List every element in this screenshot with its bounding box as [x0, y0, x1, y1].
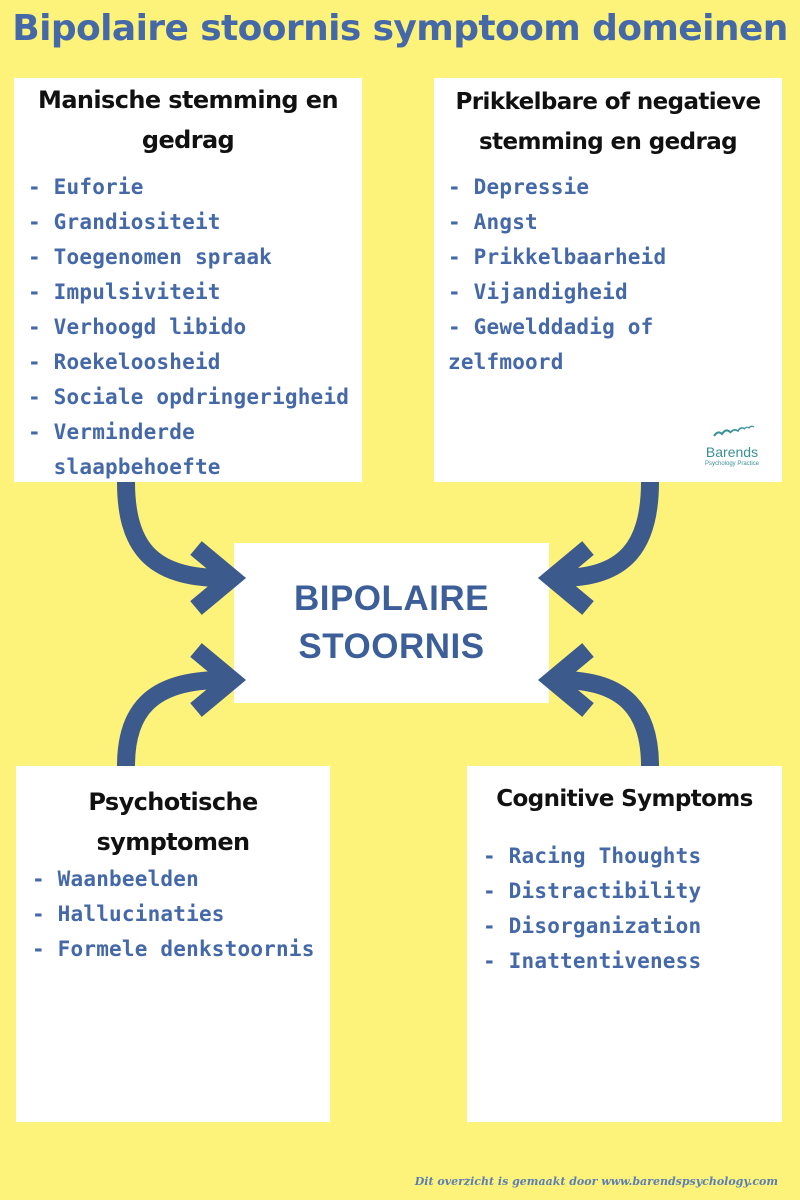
- center-line2: STOORNIS: [298, 627, 485, 666]
- list-item: - Angst: [448, 210, 538, 234]
- irritable-heading: Prikkelbare of negatieve stemming en ged…: [434, 78, 782, 162]
- list-item: - Verminderde: [28, 420, 195, 444]
- footer-credit: Dit overzicht is gemaakt door www.barend…: [414, 1175, 778, 1188]
- list-item: - Roekeloosheid: [28, 350, 221, 374]
- center-line1: BIPOLAIRE: [293, 579, 490, 618]
- logo-name: Barends: [705, 444, 759, 460]
- list-item: - Depressie: [448, 175, 590, 199]
- list-item: - Toegenomen spraak: [28, 245, 273, 269]
- list-item: - Euforie: [28, 175, 144, 199]
- arrow-head-manic: [190, 541, 247, 615]
- manic-heading-line1: Manische stemming en: [38, 86, 338, 114]
- cognitive-box: Cognitive Symptoms - Racing Thoughts - D…: [467, 766, 782, 1122]
- irritable-heading-line2: stemming en gedrag: [479, 129, 738, 155]
- list-item: - Vijandigheid: [448, 280, 628, 304]
- irritable-box: Prikkelbare of negatieve stemming en ged…: [434, 78, 782, 482]
- list-item: - Waanbeelden: [32, 867, 199, 891]
- arrow-psychotic-to-center: [117, 671, 223, 767]
- psychotic-box: Psychotische symptomen - Waanbeelden - H…: [16, 766, 330, 1122]
- arrow-head-cognitive: [537, 643, 594, 717]
- list-item: - Racing Thoughts: [483, 844, 702, 868]
- cognitive-list: - Racing Thoughts - Distractibility - Di…: [467, 819, 782, 979]
- logo-subtitle: Psychology Practice: [704, 461, 760, 467]
- irritable-heading-line1: Prikkelbare of negatieve: [455, 89, 762, 115]
- arrow-head-irritable: [537, 541, 594, 615]
- birds-icon: [713, 425, 755, 437]
- irritable-list: - Depressie - Angst - Prikkelbaarheid - …: [434, 162, 782, 380]
- page-title: Bipolaire stoornis symptoom domeinen: [12, 8, 788, 49]
- manic-heading: Manische stemming en gedrag: [14, 78, 362, 160]
- list-item: - Distractibility: [483, 879, 702, 903]
- list-item: - Sociale opdringerigheid: [28, 385, 350, 409]
- manic-heading-line2: gedrag: [141, 126, 235, 154]
- list-item: zelfmoord: [448, 350, 564, 374]
- arrow-irritable-to-center: [559, 481, 659, 587]
- list-item: - Hallucinaties: [32, 902, 225, 926]
- list-item: - Verhoogd libido: [28, 315, 247, 339]
- list-item: - Prikkelbaarheid: [448, 245, 667, 269]
- arrow-manic-to-center: [117, 481, 223, 587]
- psychotic-heading-line2: symptomen: [96, 828, 250, 856]
- psychotic-heading: Psychotische symptomen: [16, 766, 330, 862]
- list-item: - Disorganization: [483, 914, 702, 938]
- arrow-head-psychotic: [190, 643, 247, 717]
- cognitive-heading: Cognitive Symptoms: [496, 786, 753, 812]
- list-item: - Inattentiveness: [483, 949, 702, 973]
- barends-logo: Barends Psychology Practice: [700, 424, 764, 468]
- list-item: - Gewelddadig of: [448, 315, 654, 339]
- list-item: slaapbehoefte: [28, 455, 221, 479]
- arrow-cognitive-to-center: [559, 671, 659, 767]
- list-item: - Grandiositeit: [28, 210, 221, 234]
- list-item: - Formele denkstoornis: [32, 937, 315, 961]
- psychotic-heading-line1: Psychotische: [88, 788, 258, 816]
- center-box: BIPOLAIRE STOORNIS: [234, 543, 549, 703]
- manic-box: Manische stemming en gedrag - Euforie - …: [14, 78, 362, 482]
- manic-list: - Euforie - Grandiositeit - Toegenomen s…: [14, 160, 362, 485]
- psychotic-list: - Waanbeelden - Hallucinaties - Formele …: [16, 862, 330, 967]
- list-item: - Impulsiviteit: [28, 280, 221, 304]
